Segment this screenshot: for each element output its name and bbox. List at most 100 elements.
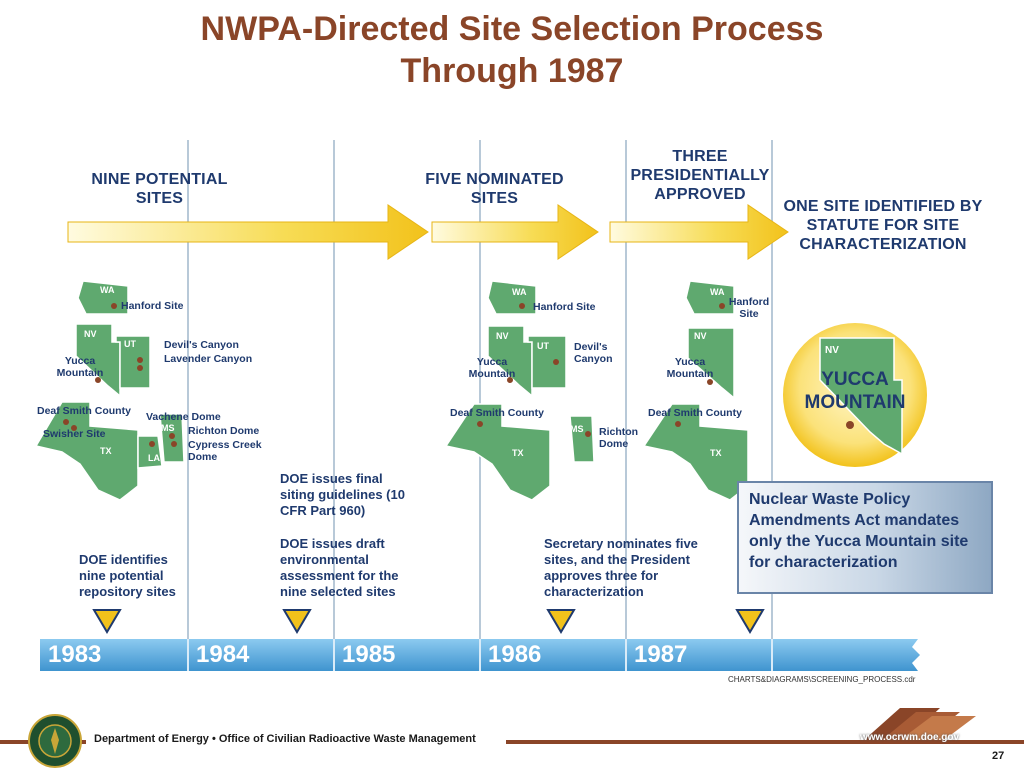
gridline — [333, 140, 335, 650]
site-dot — [149, 441, 155, 447]
site-label-deaf-smith: Deaf Smith County — [648, 407, 742, 419]
year-1986: 1986 — [488, 641, 542, 668]
state-label-ms: MS — [570, 424, 584, 434]
site-label-cypress-creek: Cypress Creek Dome — [188, 439, 262, 463]
site-dot — [63, 419, 69, 425]
site-label-devils-canyon: Devil's Canyon — [164, 339, 239, 351]
map-nine-sites — [34, 280, 185, 501]
site-label-yucca: Yucca Mountain — [468, 356, 516, 380]
site-dot — [585, 431, 591, 437]
caption-doe-identifies: DOE identifies nine potential repository… — [79, 552, 176, 599]
caption-secretary: Secretary nominates five sites, and the … — [544, 536, 698, 599]
footer-rule — [0, 740, 1024, 744]
caption-draft-ea: DOE issues draft environmental assessmen… — [280, 536, 399, 599]
marker-1986 — [546, 609, 576, 634]
site-label-hanford: Hanford Site — [533, 301, 596, 313]
final-site-name: YUCCA MOUNTAIN — [804, 369, 906, 413]
stage-nine-heading: NINE POTENTIAL SITES — [91, 171, 228, 207]
site-label-yucca: Yucca Mountain — [666, 356, 714, 380]
year-1987: 1987 — [634, 641, 688, 668]
site-dot — [707, 379, 713, 385]
site-label-richton-dome: Richton Dome — [188, 425, 260, 437]
site-label-yucca: Yucca Mountain — [56, 355, 104, 379]
site-dot — [169, 433, 175, 439]
site-dot — [553, 359, 559, 365]
state-label-nv: NV — [694, 331, 707, 341]
site-label-swisher: Swisher Site — [43, 428, 106, 440]
ms-shape — [569, 415, 595, 463]
page-number: 27 — [992, 750, 1005, 762]
marker-1987 — [735, 609, 765, 634]
state-label-tx: TX — [512, 448, 524, 458]
footer-text-bg — [86, 732, 506, 750]
year-1984: 1984 — [196, 641, 250, 668]
nv-shape — [819, 337, 903, 456]
site-label-devils-canyon: Devil's Canyon — [574, 341, 613, 365]
map-five-sites — [444, 280, 595, 501]
arrow-3 — [609, 204, 789, 260]
site-label-deaf-smith: Deaf Smith County — [450, 407, 544, 419]
year-1983: 1983 — [48, 641, 102, 668]
state-label-ms: MS — [161, 423, 175, 433]
footer-url: www.ocrwm.doe.gov — [860, 732, 960, 743]
gridline — [771, 140, 773, 650]
state-label-tx: TX — [710, 448, 722, 458]
site-dot — [137, 357, 143, 363]
wa-shape — [487, 280, 537, 315]
site-dot — [71, 425, 77, 431]
progress-arrows — [67, 204, 789, 260]
site-dot — [519, 303, 525, 309]
nv-shape — [687, 327, 735, 400]
page-title: NWPA-Directed Site Selection Process Thr… — [200, 10, 824, 90]
state-label-nv: NV — [84, 329, 97, 339]
arrow-2 — [431, 204, 599, 260]
amendments-act-box: Nuclear Waste Policy Amendments Act mand… — [737, 481, 993, 594]
stage-three-heading: THREE PRESIDENTIALLY APPROVED — [630, 148, 770, 203]
state-label-wa: WA — [710, 287, 725, 297]
site-dot — [846, 421, 854, 429]
file-reference: CHARTS&DIAGRAMS\SCREENING_PROCESS.cdr — [728, 675, 916, 684]
site-label-richton-dome: Richton Dome — [599, 426, 639, 450]
state-label-la: LA — [148, 453, 160, 463]
site-label-hanford: Hanford Site — [121, 300, 184, 312]
ocrwm-logo-icon — [864, 708, 976, 740]
doe-seal-icon — [28, 714, 82, 768]
tx-shape — [642, 403, 749, 501]
tx-shape — [34, 401, 139, 501]
state-label-nv: NV — [825, 345, 839, 356]
site-dot — [477, 421, 483, 427]
site-dot — [507, 377, 513, 383]
state-label-wa: WA — [100, 285, 115, 295]
footer: Department of Energy • Office of Civilia… — [0, 708, 1024, 768]
ut-shape — [527, 335, 567, 389]
site-label-vacherie-dome: Vachene Dome — [146, 411, 221, 423]
gridline — [187, 140, 189, 650]
tx-shape — [444, 403, 551, 501]
site-label-lavender-canyon: Lavender Canyon — [164, 353, 253, 365]
arrow-1 — [67, 204, 429, 260]
la-shape — [137, 435, 163, 469]
marker-1984 — [282, 609, 312, 634]
site-dot — [675, 421, 681, 427]
site-dot — [137, 365, 143, 371]
ut-shape — [115, 335, 151, 389]
site-label-hanford: Hanford Site — [728, 296, 770, 320]
state-label-tx: TX — [100, 446, 112, 456]
site-dot — [171, 441, 177, 447]
stage-five-heading: FIVE NOMINATED SITES — [425, 171, 564, 207]
caption-guidelines: DOE issues final siting guidelines (10 C… — [280, 471, 405, 518]
site-label-deaf-smith: Deaf Smith County — [37, 405, 131, 417]
gridline — [479, 140, 481, 650]
site-dot — [719, 303, 725, 309]
site-dot — [95, 377, 101, 383]
state-label-ut: UT — [537, 341, 549, 351]
state-label-nv: NV — [496, 331, 509, 341]
stage-one-heading: ONE SITE IDENTIFIED BY STATUTE FOR SITE … — [783, 198, 983, 253]
site-dot — [111, 303, 117, 309]
footer-organization: Department of Energy • Office of Civilia… — [94, 733, 476, 745]
year-1985: 1985 — [342, 641, 396, 668]
timeline-bar — [40, 639, 920, 671]
state-label-wa: WA — [512, 287, 527, 297]
map-three-sites — [642, 280, 749, 501]
yucca-mountain-badge — [783, 323, 927, 467]
